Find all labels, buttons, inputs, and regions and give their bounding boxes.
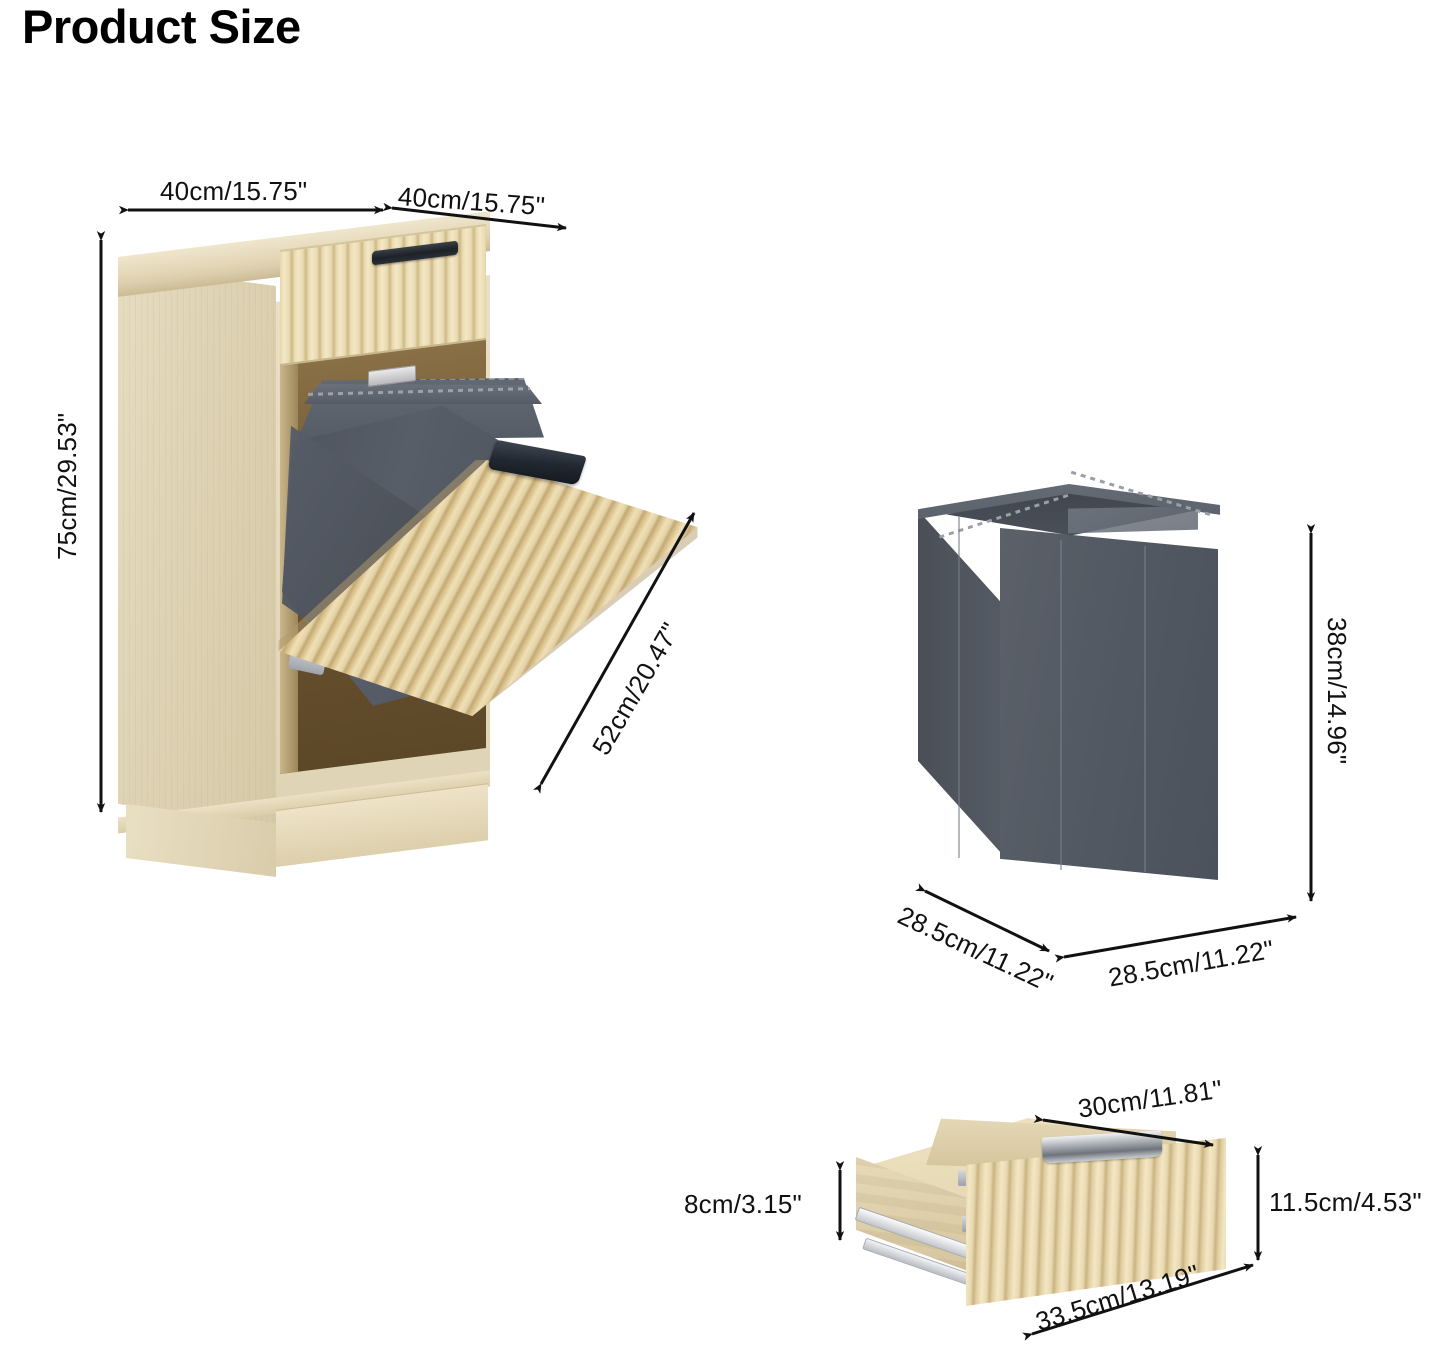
cabinet-illustration [110,211,710,877]
bin-seam-1 [1060,540,1062,870]
dimension-label-bin-depth: 28.5cm/11.22" [893,900,1058,998]
bin-side-face [918,510,1002,854]
dimension-label-cabinet-depth: 40cm/15.75" [396,181,546,222]
laundry-bin-illustration [918,470,1318,900]
dimension-label-cabinet-width: 40cm/15.75" [160,176,308,206]
dimension-label-bin-height: 38cm/14.96" [1322,617,1352,765]
dimension-label-drawer-front-height: 11.5cm/4.53" [1269,1187,1422,1217]
bin-front-face [1000,528,1218,880]
page-title: Product Size [22,0,301,53]
dimension-label-bin-width: 28.5cm/11.22" [1106,933,1277,993]
bin-interior-wall [1068,506,1198,534]
drawer-illustration [838,1112,1298,1327]
dimension-label-cabinet-height: 75cm/29.53" [52,412,82,560]
dimension-label-drawer-box-height: 8cm/3.15" [684,1189,802,1219]
cabinet-side-panel [118,266,276,824]
bin-seam-3 [958,516,960,858]
bin-seam-2 [1144,546,1146,872]
